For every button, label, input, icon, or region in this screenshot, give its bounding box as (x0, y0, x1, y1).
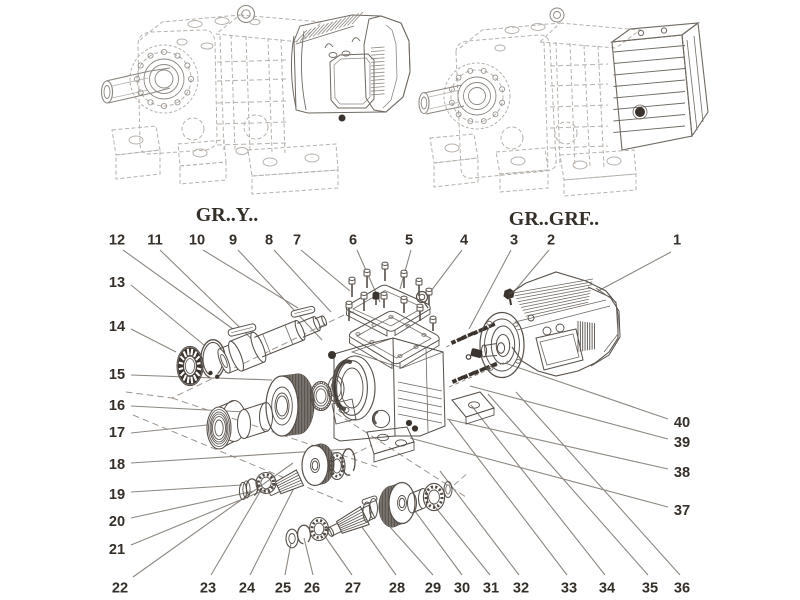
svg-text:35: 35 (642, 581, 658, 597)
svg-text:11: 11 (147, 233, 162, 249)
svg-text:10: 10 (189, 233, 205, 249)
svg-text:1: 1 (673, 233, 681, 249)
svg-text:4: 4 (460, 233, 469, 249)
svg-text:25: 25 (275, 581, 291, 597)
svg-text:38: 38 (674, 465, 690, 481)
svg-text:5: 5 (405, 233, 413, 249)
svg-text:7: 7 (293, 233, 301, 249)
svg-text:13: 13 (109, 275, 125, 291)
svg-text:31: 31 (483, 581, 499, 597)
svg-text:20: 20 (109, 514, 125, 530)
svg-text:15: 15 (109, 367, 125, 383)
svg-text:28: 28 (389, 581, 405, 597)
svg-text:GR..GRF..: GR..GRF.. (509, 208, 599, 230)
svg-text:37: 37 (674, 503, 690, 519)
svg-text:26: 26 (304, 581, 320, 597)
svg-text:6: 6 (349, 233, 357, 249)
svg-text:GR..Y..: GR..Y.. (196, 204, 259, 226)
svg-text:14: 14 (109, 319, 126, 335)
svg-text:9: 9 (229, 233, 237, 249)
svg-text:16: 16 (109, 398, 125, 414)
svg-text:29: 29 (425, 581, 441, 597)
svg-text:12: 12 (109, 233, 125, 249)
svg-text:17: 17 (109, 425, 125, 441)
svg-text:18: 18 (109, 457, 125, 473)
svg-text:39: 39 (674, 435, 690, 451)
svg-text:40: 40 (674, 415, 690, 431)
svg-text:23: 23 (200, 581, 216, 597)
svg-text:2: 2 (547, 233, 555, 249)
svg-text:30: 30 (454, 581, 470, 597)
svg-text:36: 36 (674, 581, 690, 597)
svg-text:27: 27 (345, 581, 361, 597)
svg-text:19: 19 (109, 487, 125, 503)
svg-text:24: 24 (239, 581, 256, 597)
svg-text:8: 8 (265, 233, 273, 249)
svg-text:21: 21 (109, 542, 125, 558)
svg-text:3: 3 (510, 233, 518, 249)
svg-text:34: 34 (599, 581, 616, 597)
svg-text:32: 32 (513, 581, 529, 597)
svg-text:33: 33 (561, 581, 577, 597)
svg-text:22: 22 (112, 581, 128, 597)
